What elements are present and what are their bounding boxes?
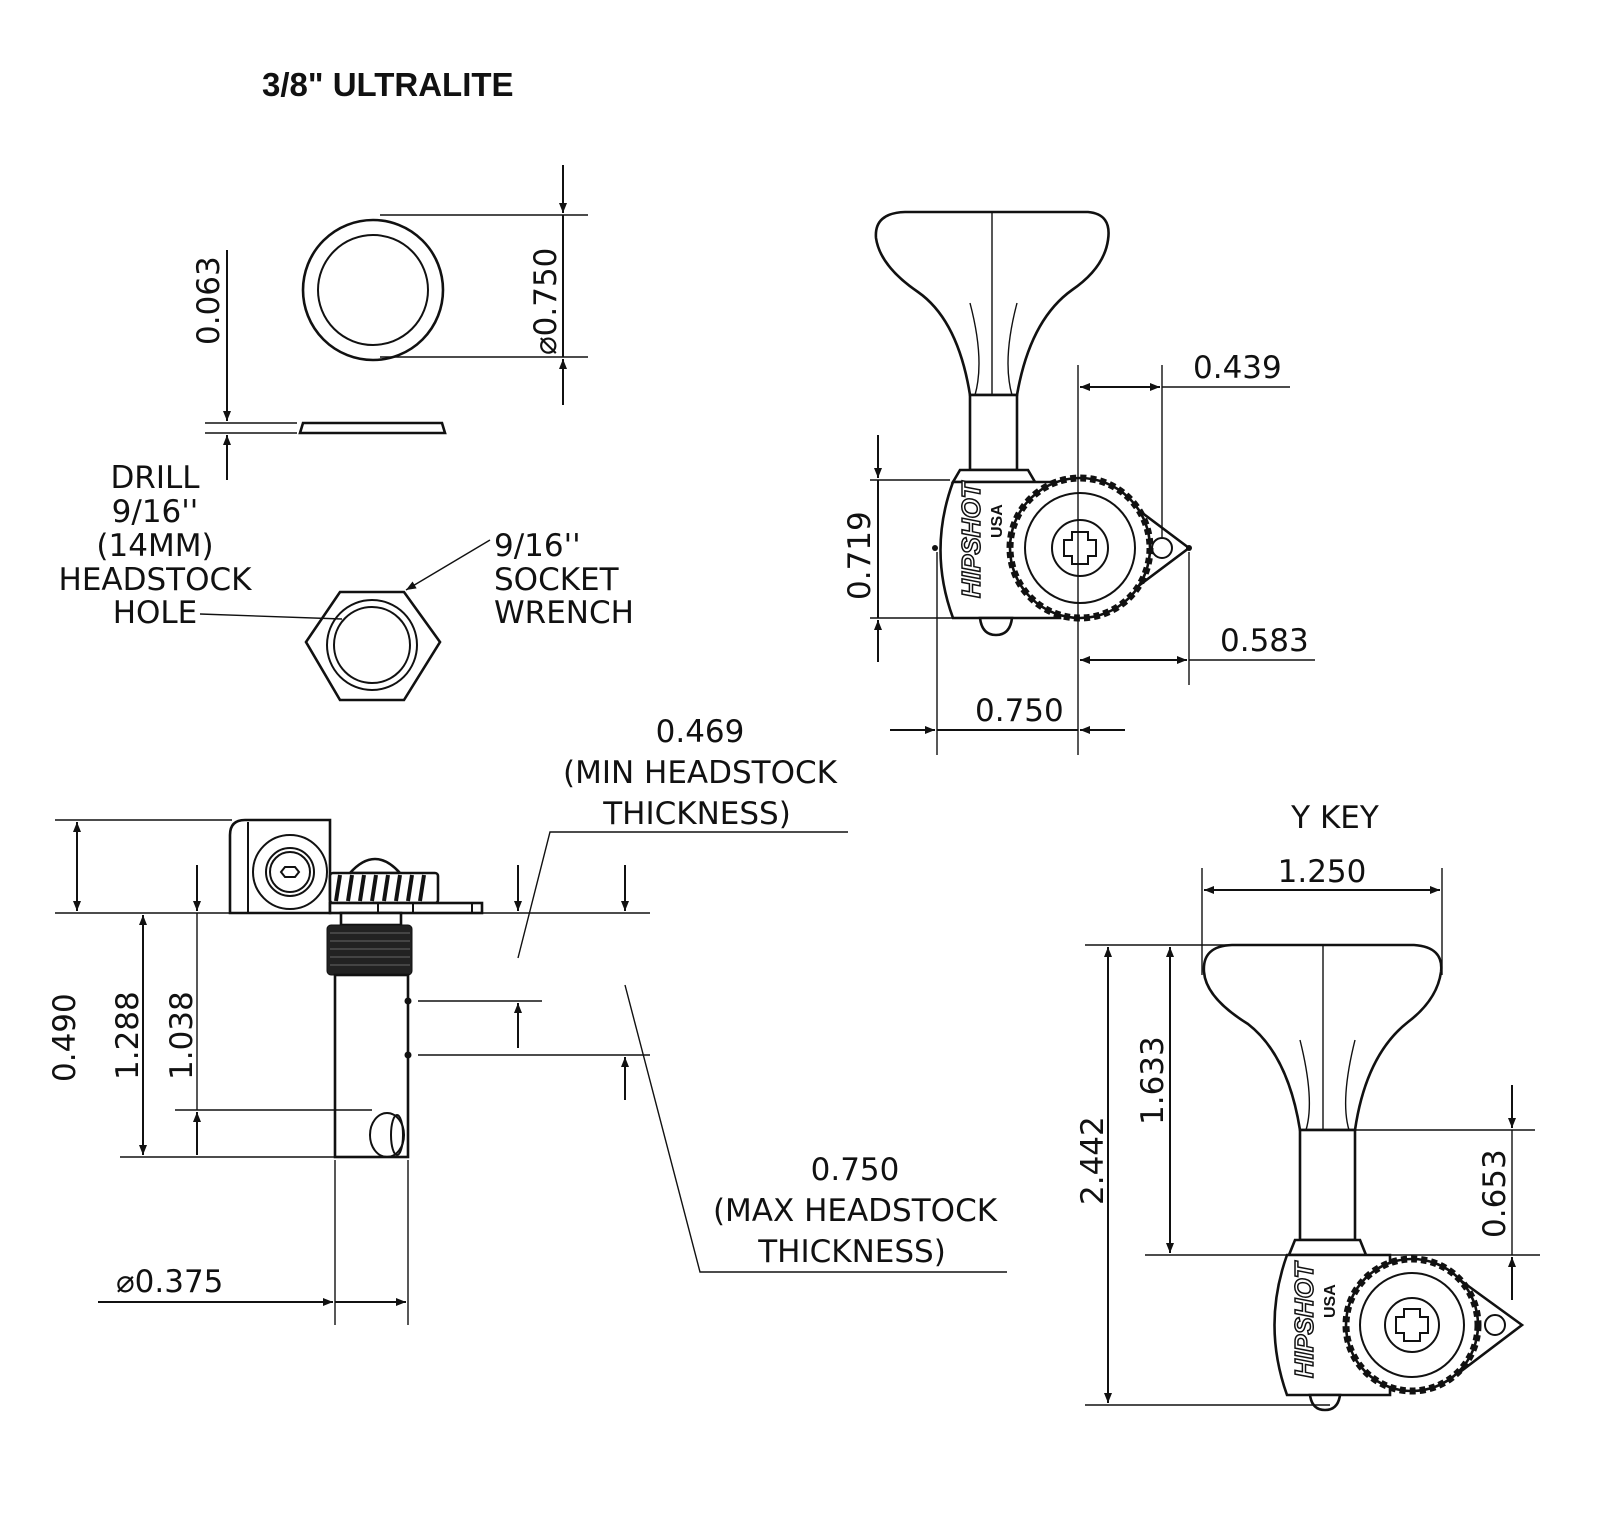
dim-1250: 1.250 xyxy=(1278,854,1367,890)
svg-text:HOLE: HOLE xyxy=(113,595,198,631)
dim-0583: 0.583 xyxy=(1220,623,1309,659)
y-key-label: Y KEY xyxy=(1290,800,1379,836)
svg-text:0.750: 0.750 xyxy=(811,1152,900,1188)
max-headstock-note: 0.750 (MAX HEADSTOCK THICKNESS) xyxy=(713,1152,998,1270)
tuner-side-view xyxy=(55,818,650,1159)
svg-text:THICKNESS): THICKNESS) xyxy=(602,796,791,832)
svg-text:HIPSHOT: HIPSHOT xyxy=(1289,1260,1319,1378)
washer-diameter-dim: ⌀0.750 xyxy=(528,248,564,355)
tuner-top-view: HIPSHOT USA xyxy=(874,210,1192,637)
svg-text:(MIN HEADSTOCK: (MIN HEADSTOCK xyxy=(563,755,838,791)
svg-text:0.469: 0.469 xyxy=(656,714,745,750)
washer-thickness-dim: 0.063 xyxy=(191,256,227,345)
washer-side-view: 0.063 xyxy=(191,250,447,480)
y-key-dimensions: 1.250 2.442 1.633 0.653 xyxy=(1075,854,1540,1406)
dim-2442: 2.442 xyxy=(1075,1116,1111,1205)
dim-0653: 0.653 xyxy=(1477,1149,1513,1238)
hipshot-logo: HIPSHOT USA xyxy=(955,480,1006,599)
drill-note: DRILL 9/16'' (14MM) HEADSTOCK HOLE xyxy=(59,460,343,631)
dim-0490: 0.490 xyxy=(47,993,83,1082)
dim-1633: 1.633 xyxy=(1135,1036,1171,1125)
top-view-dimensions: 0.439 0.719 0.583 0.750 xyxy=(842,350,1315,755)
svg-text:9/16'': 9/16'' xyxy=(494,528,581,564)
socket-note: 9/16'' SOCKET WRENCH xyxy=(405,528,634,631)
svg-text:HIPSHOT: HIPSHOT xyxy=(956,480,986,598)
svg-text:SOCKET: SOCKET xyxy=(494,562,620,598)
dim-1288: 1.288 xyxy=(110,991,146,1080)
dim-0719: 0.719 xyxy=(842,511,878,600)
washer-top-view: ⌀0.750 xyxy=(301,165,588,405)
tuner-y-key-view: HIPSHOT USA xyxy=(1202,943,1525,1412)
dim-1038: 1.038 xyxy=(164,991,200,1080)
svg-text:HEADSTOCK: HEADSTOCK xyxy=(59,562,253,598)
svg-text:(MAX HEADSTOCK: (MAX HEADSTOCK xyxy=(713,1193,998,1229)
svg-text:WRENCH: WRENCH xyxy=(494,595,634,631)
dim-dia-0375: ⌀0.375 xyxy=(116,1264,223,1300)
drawing-title: 3/8" ULTRALITE xyxy=(262,66,514,103)
svg-text:USA: USA xyxy=(989,504,1006,538)
min-headstock-note: 0.469 (MIN HEADSTOCK THICKNESS) xyxy=(563,714,838,832)
hex-nut xyxy=(304,590,442,702)
svg-text:(14MM): (14MM) xyxy=(96,528,213,564)
svg-text:DRILL: DRILL xyxy=(110,460,200,496)
dim-0750-top: 0.750 xyxy=(975,693,1064,729)
side-view-dimensions: 0.490 1.288 1.038 0.469 (MIN HEADSTOCK T… xyxy=(47,714,1007,1325)
svg-text:USA: USA xyxy=(1322,1284,1339,1318)
svg-text:THICKNESS): THICKNESS) xyxy=(757,1234,946,1270)
dim-0439: 0.439 xyxy=(1193,350,1282,386)
svg-text:9/16'': 9/16'' xyxy=(112,494,199,530)
